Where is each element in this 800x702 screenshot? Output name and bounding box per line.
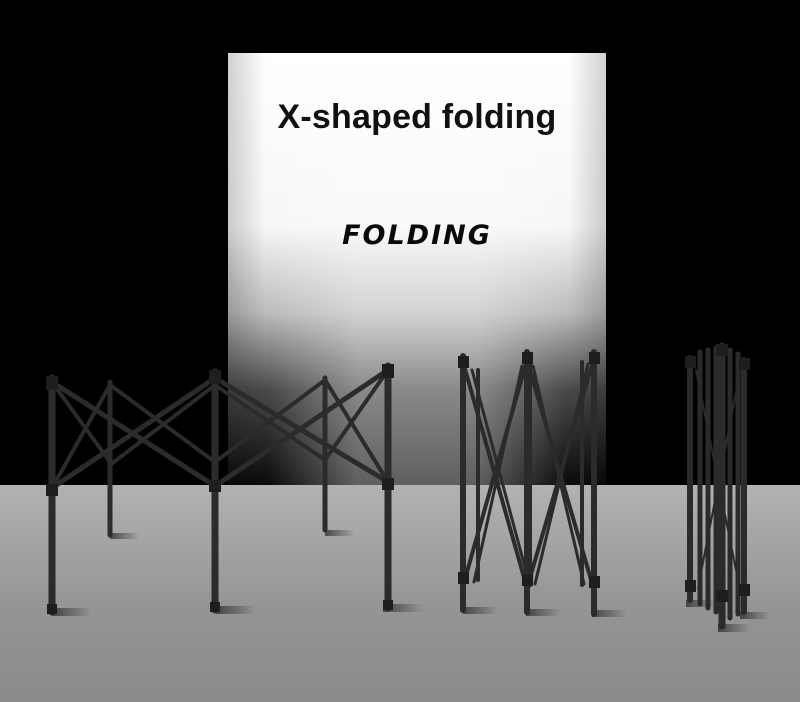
floor: [0, 485, 800, 702]
frame-joints: [46, 364, 394, 614]
leg-shadows-2: [463, 607, 627, 617]
folding-label: FOLDING: [342, 220, 492, 251]
frame-unfolded: [46, 362, 423, 616]
frame-half-folded: [458, 349, 627, 617]
frame-joints-2: [458, 352, 600, 588]
light-backdrop: [228, 53, 606, 485]
frame-joints-3: [685, 344, 750, 602]
backdrop-highlight: [268, 53, 566, 485]
heading: X-shaped folding: [277, 98, 557, 136]
leg-shadows: [52, 530, 423, 616]
frame-folded: [685, 342, 770, 632]
